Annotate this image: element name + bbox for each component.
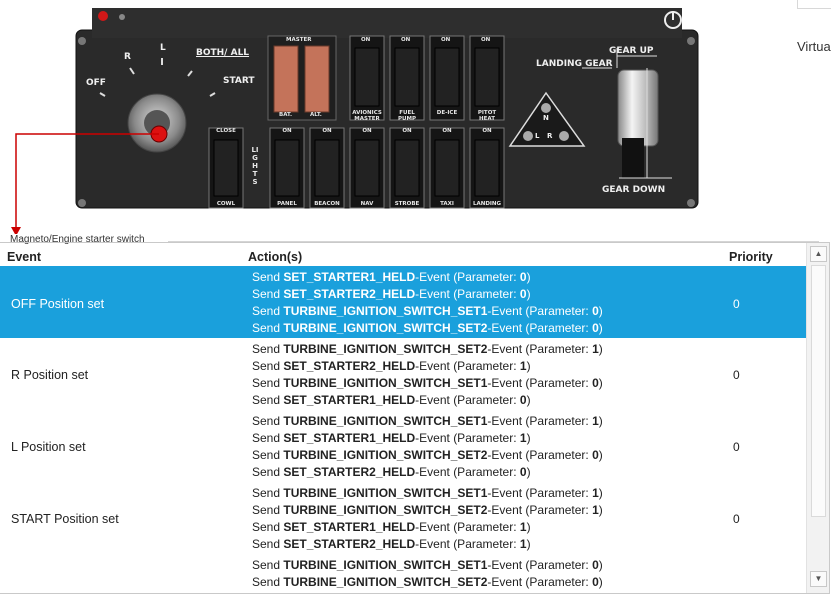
gear-up-label: GEAR UP [609,46,654,56]
group-title: Magneto/Engine starter switch [10,234,149,245]
switch-panel-image: OFF R L BOTH/ ALL START MASTER BAT. ALT.… [72,8,702,213]
action-line: Send SET_STARTER2_HELD-Event (Parameter:… [252,359,531,373]
priority-cell: 0 [733,297,740,311]
master-label: MASTER [286,37,312,43]
actions-column-header[interactable]: Action(s) [248,250,303,264]
pitot-heat-on-label: ON [481,37,491,43]
cowl-close-label: CLOSE [216,128,236,134]
magneto-start-label: START [223,76,255,86]
action-line: Send TURBINE_IGNITION_SWITCH_SET1-Event … [252,414,603,428]
beacon-label: BEACON [314,201,340,207]
table-row[interactable]: Send TURBINE_IGNITION_SWITCH_SET1-Event … [0,554,806,593]
action-line: Send SET_STARTER1_HELD-Event (Parameter:… [252,270,531,284]
action-line: Send TURBINE_IGNITION_SWITCH_SET1-Event … [252,558,603,572]
action-line: Send SET_STARTER1_HELD-Event (Parameter:… [252,431,531,445]
scroll-down-button[interactable]: ▼ [810,571,827,587]
event-cell: START Position set [11,512,119,526]
alt-label: ALT. [310,112,322,118]
table-row[interactable]: OFF Position set Send SET_STARTER1_HELD-… [0,266,806,338]
gear-light-r-label: R [547,132,553,140]
table-row[interactable]: R Position set Send TURBINE_IGNITION_SWI… [0,338,806,410]
table-row[interactable]: START Position set Send TURBINE_IGNITION… [0,482,806,554]
de-ice-on-label: ON [441,37,451,43]
action-line: Send SET_STARTER1_HELD-Event (Parameter:… [252,393,531,407]
scroll-thumb[interactable] [811,265,826,517]
priority-column-header[interactable]: Priority [729,250,773,264]
event-cell: OFF Position set [11,297,105,311]
side-text-label: Virtua [797,39,831,54]
magneto-both-all-label: BOTH/ ALL [196,48,250,58]
action-line: Send TURBINE_IGNITION_SWITCH_SET1-Event … [252,376,603,390]
nav-label: NAV [360,201,374,207]
action-line: Send SET_STARTER2_HELD-Event (Parameter:… [252,465,531,479]
event-cell: R Position set [11,368,89,382]
action-line: Send SET_STARTER1_HELD-Event (Parameter:… [252,520,531,534]
side-panel-box [797,0,831,9]
gear-light-l-label: L [535,132,540,140]
taxi-label: TAXI [440,201,454,207]
pitot-heat-label: PITOT HEAT [477,110,497,122]
scroll-up-button[interactable]: ▲ [810,246,827,262]
event-actions-table[interactable]: Event Action(s) Priority OFF Position se… [0,242,830,594]
de-ice-label: DE-ICE [436,110,458,116]
action-line: Send TURBINE_IGNITION_SWITCH_SET2-Event … [252,342,603,356]
action-line: Send TURBINE_IGNITION_SWITCH_SET2-Event … [252,321,603,335]
action-line: Send TURBINE_IGNITION_SWITCH_SET1-Event … [252,486,603,500]
actions-cell: Send TURBINE_IGNITION_SWITCH_SET1-Event … [252,413,603,481]
avionics-master-label: AVIONICS MASTER [352,110,382,122]
actions-cell: Send TURBINE_IGNITION_SWITCH_SET1-Event … [252,485,603,553]
fuel-pump-label: FUEL PUMP [397,110,416,122]
landing-gear-label: LANDING GEAR [536,59,613,69]
table-rows: OFF Position set Send SET_STARTER1_HELD-… [0,266,806,593]
gear-light-n-label: N [543,114,549,122]
avionics-on-label: ON [361,37,371,43]
lights-label: LIGHTS [251,146,259,186]
switch-panel-graphic [75,8,699,209]
cowl-label: COWL [216,201,236,207]
action-line: Send SET_STARTER2_HELD-Event (Parameter:… [252,537,531,551]
gear-down-label: GEAR DOWN [602,185,666,195]
strobe-label: STROBE [394,201,420,207]
fuel-pump-on-label: ON [401,37,411,43]
bat-label: BAT. [279,112,293,118]
event-cell: L Position set [11,440,86,454]
action-line: Send TURBINE_IGNITION_SWITCH_SET2-Event … [252,575,603,589]
actions-cell: Send SET_STARTER1_HELD-Event (Parameter:… [252,269,603,337]
panel-light-label: PANEL [277,201,297,207]
action-line: Send TURBINE_IGNITION_SWITCH_SET1-Event … [252,304,603,318]
beacon-on-label: ON [322,128,332,134]
panel-on-label: ON [282,128,292,134]
event-column-header[interactable]: Event [7,250,42,264]
taxi-on-label: ON [442,128,452,134]
magneto-r-label: R [124,52,131,62]
actions-cell: Send TURBINE_IGNITION_SWITCH_SET2-Event … [252,341,603,409]
vertical-scrollbar[interactable]: ▲ ▼ [806,243,829,593]
magneto-off-label: OFF [86,78,106,88]
priority-cell: 0 [733,512,740,526]
priority-cell: 0 [733,368,740,382]
action-line: Send TURBINE_IGNITION_SWITCH_SET2-Event … [252,448,603,462]
nav-on-label: ON [362,128,372,134]
table-row[interactable]: L Position set Send TURBINE_IGNITION_SWI… [0,410,806,482]
priority-cell: 0 [733,440,740,454]
actions-cell: Send TURBINE_IGNITION_SWITCH_SET1-Event … [252,557,603,591]
action-line: Send TURBINE_IGNITION_SWITCH_SET2-Event … [252,503,603,517]
strobe-on-label: ON [402,128,412,134]
group-divider [168,241,819,242]
magneto-l-label: L [160,43,166,53]
landing-light-label: LANDING [472,201,502,207]
action-line: Send SET_STARTER2_HELD-Event (Parameter:… [252,287,531,301]
landing-on-label: ON [482,128,492,134]
